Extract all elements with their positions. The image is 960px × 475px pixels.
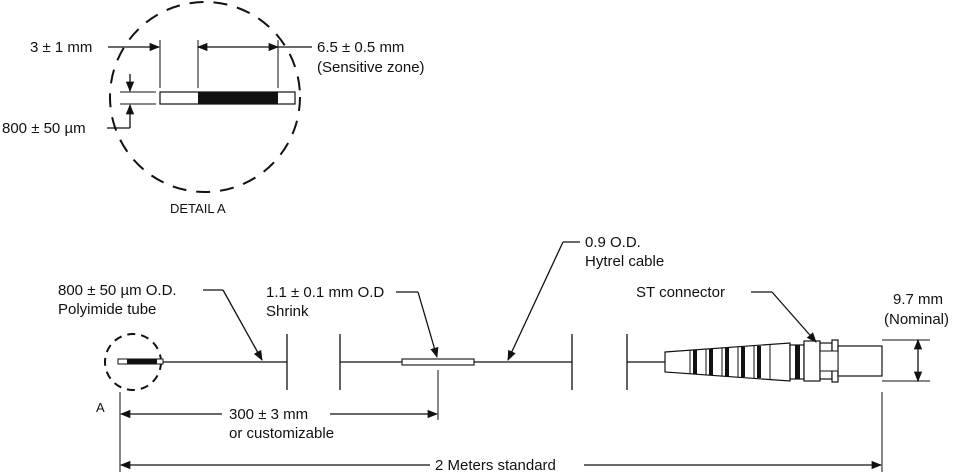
shrink-sleeve bbox=[401, 358, 475, 366]
tube-label: 800 ± 50 µm O.D. bbox=[58, 282, 177, 299]
cable-label: 0.9 O.D. bbox=[585, 234, 641, 251]
detail-zone-label: 6.5 ± 0.5 mm bbox=[317, 39, 404, 56]
detail-width-label: 3 ± 1 mm bbox=[30, 39, 92, 56]
detail-diameter-label: 800 ± 50 µm bbox=[2, 120, 86, 137]
shrink-sublabel: Shrink bbox=[266, 303, 309, 320]
st-connector bbox=[664, 339, 883, 383]
detail-a: 3 ± 1 mm 6.5 ± 0.5 mm (Sensitive zone) 8… bbox=[2, 1, 425, 216]
total-length-label: 2 Meters standard bbox=[435, 457, 556, 474]
connector-dim-sublabel: (Nominal) bbox=[884, 311, 949, 328]
detail-sensitive-zone bbox=[198, 92, 278, 104]
connector-label: ST connector bbox=[636, 284, 725, 301]
connector-dim-label: 9.7 mm bbox=[893, 291, 943, 308]
detail-zone-sublabel: (Sensitive zone) bbox=[317, 59, 425, 76]
detail-circle bbox=[109, 1, 301, 193]
length-label: 300 ± 3 mm bbox=[229, 406, 308, 423]
tube-sublabel: Polyimide tube bbox=[58, 301, 156, 318]
detail-ref-label: A bbox=[96, 400, 105, 415]
assembly: A 9 bbox=[58, 234, 949, 474]
shrink-label: 1.1 ± 0.1 mm O.D bbox=[266, 284, 384, 301]
cable-sublabel: Hytrel cable bbox=[585, 253, 664, 270]
length-sublabel: or customizable bbox=[229, 425, 334, 442]
detail-title: DETAIL A bbox=[170, 201, 226, 216]
